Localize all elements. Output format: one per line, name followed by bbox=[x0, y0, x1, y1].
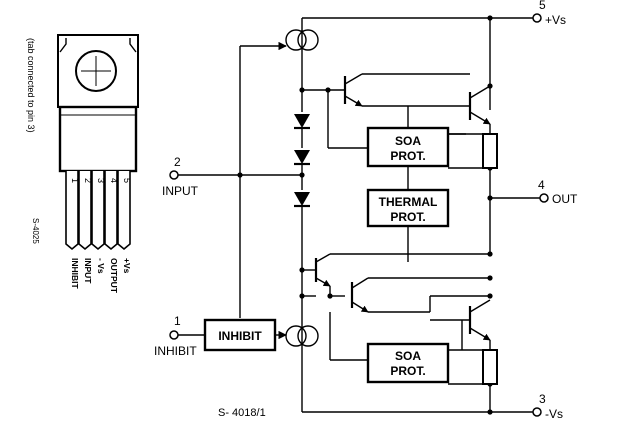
pin-terminal-input bbox=[169, 170, 179, 180]
figure-code: S- 4018/1 bbox=[218, 407, 266, 419]
pin-label-vs-neg: -Vs bbox=[545, 407, 563, 421]
package-drawing-code: S-4025 bbox=[31, 218, 40, 244]
pin-terminal-inhibit bbox=[169, 330, 179, 340]
pin-number-4: 4 bbox=[538, 178, 545, 192]
soa-top-label-line2: PROT. bbox=[390, 149, 425, 163]
sense-resistor-top bbox=[482, 133, 498, 169]
package-pin-number-1: 1 bbox=[70, 178, 80, 183]
schematic-wiring bbox=[178, 17, 540, 413]
package-pin-label-inhibit: INHIBIT bbox=[70, 258, 80, 290]
current-source-bottom-icon bbox=[285, 318, 319, 354]
package-pin-number-4: 4 bbox=[109, 178, 119, 183]
diode-2-icon bbox=[294, 150, 310, 166]
package-leads bbox=[65, 171, 131, 251]
pin-terminal-out bbox=[539, 193, 549, 203]
soa-protection-top-block: SOA PROT. bbox=[366, 126, 450, 168]
pin-label-vs-pos: +Vs bbox=[545, 13, 566, 27]
thermal-label-line1: THERMAL bbox=[379, 195, 438, 209]
pin-number-1: 1 bbox=[174, 314, 181, 328]
soa-bottom-label-line1: SOA bbox=[395, 349, 421, 363]
package-pin-label-input: INPUT bbox=[83, 258, 93, 284]
package-pin-number-3: 3 bbox=[96, 178, 106, 183]
current-source-top-icon bbox=[285, 29, 319, 60]
diode-3-icon bbox=[294, 192, 310, 208]
pin-terminal-vs-neg bbox=[532, 407, 542, 417]
inhibit-block: INHIBIT bbox=[203, 318, 277, 352]
soa-protection-bottom-block: SOA PROT. bbox=[366, 342, 450, 384]
pin-label-out: OUT bbox=[552, 192, 578, 206]
pin-number-5: 5 bbox=[539, 0, 546, 12]
soa-top-label-line1: SOA bbox=[395, 134, 421, 148]
pin-label-input: INPUT bbox=[162, 184, 199, 198]
package-pin-label-pos-vs: +Vs bbox=[122, 258, 132, 274]
diode-1-icon bbox=[294, 114, 310, 130]
package-pin-number-5: 5 bbox=[122, 178, 132, 183]
inhibit-block-label: INHIBIT bbox=[218, 329, 262, 343]
package-pin-label-neg-vs: - Vs bbox=[96, 258, 106, 274]
pin-terminal-vs-pos bbox=[532, 13, 542, 23]
package-tab-note: (tab connected to pin 3) bbox=[26, 38, 36, 133]
package-pin-label-output: OUTPUT bbox=[109, 258, 119, 294]
pin-number-2: 2 bbox=[174, 155, 181, 169]
thermal-protection-block: THERMAL PROT. bbox=[366, 188, 450, 228]
soa-bottom-label-line2: PROT. bbox=[390, 364, 425, 378]
package-drawing: 1 2 3 4 5 INHIBIT INPUT - Vs OUTPUT +Vs … bbox=[26, 34, 139, 294]
pin-number-3: 3 bbox=[539, 392, 546, 406]
package-pin-number-2: 2 bbox=[83, 178, 93, 183]
package-body bbox=[58, 105, 138, 173]
pin-label-inhibit: INHIBIT bbox=[154, 344, 197, 358]
thermal-label-line2: PROT. bbox=[390, 210, 425, 224]
junction-dots bbox=[237, 15, 493, 415]
sense-resistor-bottom bbox=[482, 349, 498, 385]
